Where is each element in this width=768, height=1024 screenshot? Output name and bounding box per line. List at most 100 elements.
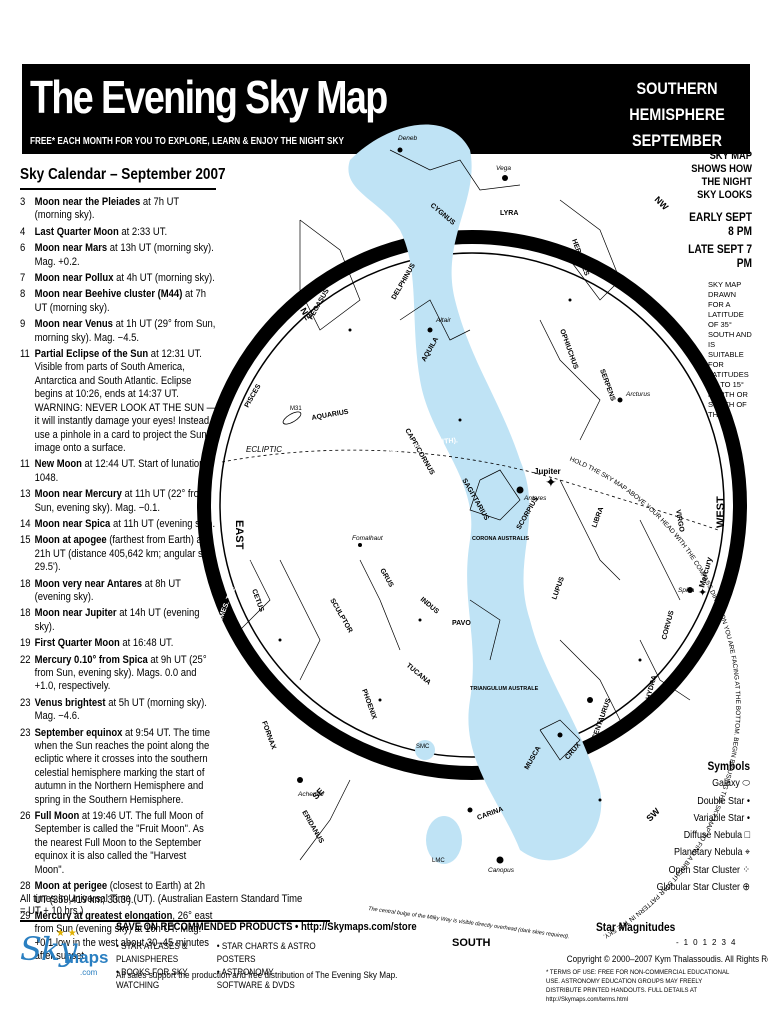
star-vega: Vega bbox=[496, 165, 511, 172]
planet-jupiter-icon: ✦ bbox=[545, 474, 557, 490]
legend-label: Variable Star bbox=[693, 811, 745, 824]
link-charts[interactable]: • STAR CHARTS & ASTRO POSTERS bbox=[216, 941, 316, 964]
times-note: All times in Universal Time (UT). (Austr… bbox=[20, 893, 303, 917]
right-panel: SKY MAP SHOWS HOW THE NIGHT SKY LOOKS EA… bbox=[672, 150, 752, 420]
magnitudes-scale: -101234 bbox=[676, 938, 756, 947]
event-day: 9 bbox=[20, 318, 26, 331]
object-lmc: LMC bbox=[432, 858, 445, 864]
late-time: 7 PM bbox=[736, 242, 752, 270]
event-title: Moon near Mars bbox=[34, 242, 108, 255]
star-achernar: Achernar bbox=[297, 791, 325, 798]
star-altair: Altair bbox=[435, 317, 452, 324]
magnitude-value: 4 bbox=[730, 938, 741, 947]
magnitude-value: 3 bbox=[721, 938, 731, 947]
magnitude-value: 0 bbox=[693, 938, 703, 947]
event-title: Moon near Venus bbox=[34, 318, 113, 331]
event-day: 28 bbox=[20, 880, 31, 893]
double-star-icon: • bbox=[746, 794, 750, 807]
constellation-lyra: LYRA bbox=[500, 210, 518, 217]
drawn-for-note: SKY MAP DRAWN FOR A LATITUDE OF 35° SOUT… bbox=[708, 280, 752, 419]
star-deneb: Deneb bbox=[398, 135, 418, 142]
hemisphere-label: SOUTHERN HEMISPHERE bbox=[629, 79, 725, 124]
legend-label: Open Star Cluster bbox=[668, 863, 741, 876]
calendar-event: 9 Moon near Venus at 1h UT (29° from Sun,… bbox=[20, 318, 218, 345]
event-title: Full Moon bbox=[34, 810, 80, 823]
hemisphere-block: SOUTHERN HEMISPHERE SEPTEMBER 2007 bbox=[615, 76, 739, 180]
event-text: at 9h UT (25° from Sun, evening sky). Ma… bbox=[34, 653, 207, 693]
tagline: FREE* EACH MONTH FOR YOU TO EXPLORE, LEA… bbox=[30, 136, 344, 147]
event-day: 13 bbox=[20, 488, 31, 501]
legend-globular-cluster: Globular Star Cluster ⊕ bbox=[653, 879, 750, 896]
variable-star-icon: • bbox=[746, 811, 750, 824]
legend-planetary-nebula: Planetary Nebula ⌖ bbox=[653, 844, 750, 861]
link-software[interactable]: • ASTRONOMY SOFTWARE & DVDS bbox=[216, 967, 295, 990]
symbols-heading: Symbols bbox=[707, 759, 750, 773]
event-text: at 14h UT (evening sky). bbox=[34, 607, 200, 633]
logo-maps: maps bbox=[64, 948, 109, 967]
star-antares: Antares bbox=[523, 495, 547, 502]
event-text: at 12:44 UT. Start of lunation 1048. bbox=[34, 458, 205, 484]
event-title: Moon near Mercury bbox=[34, 488, 122, 501]
event-text: at 1h UT (29° from Sun, morning sky). Ma… bbox=[34, 318, 216, 344]
event-title: Moon near Jupiter bbox=[34, 607, 117, 620]
terms-of-use: * TERMS OF USE: FREE FOR NON-COMMERCIAL … bbox=[546, 969, 730, 1003]
skymaps-logo[interactable]: Sky maps .com ★ ★ bbox=[20, 928, 110, 980]
event-text: at 11h UT (evening sky). bbox=[110, 517, 216, 530]
star-canopus: Canopus bbox=[488, 867, 515, 874]
legend-label: Globular Star Cluster bbox=[656, 881, 741, 894]
compass: NORTH SOUTH EAST WEST NE NW SE SW bbox=[233, 82, 727, 949]
event-text: (farthest from Earth) at 21h UT (distanc… bbox=[34, 534, 215, 574]
deep-sky-labels: SMC LMC M31 bbox=[290, 406, 445, 864]
event-day: 11 bbox=[20, 348, 30, 361]
late-row: LATE SEPT 7 PM bbox=[684, 242, 752, 270]
link-books[interactable]: • BOOKS FOR SKY WATCHING bbox=[116, 967, 188, 990]
event-title: Moon near Pollux bbox=[34, 272, 114, 285]
galaxy-m31-icon bbox=[282, 411, 302, 425]
event-title: Partial Eclipse of the Sun bbox=[34, 348, 149, 361]
late-label: LATE SEPT bbox=[688, 242, 744, 256]
milky-way bbox=[348, 124, 602, 864]
object-smc: SMC bbox=[416, 744, 430, 750]
event-text: at 11h UT (22° from Sun, evening sky). M… bbox=[34, 488, 207, 514]
event-day: 19 bbox=[20, 637, 31, 650]
legend-double-star: Double Star • bbox=[653, 793, 750, 810]
legend-variable-star: Variable Star • bbox=[653, 810, 750, 827]
star-labels: Vega Deneb Altair Antares Spica Arcturus… bbox=[297, 135, 695, 874]
legend-galaxy: Galaxy ⬭ bbox=[653, 775, 750, 792]
event-text: , 26° east from Sun (evening sky) at 16h… bbox=[34, 909, 213, 963]
event-title: Moon at apogee bbox=[34, 534, 107, 547]
event-text: at 7h UT (morning sky). bbox=[34, 288, 207, 314]
event-day: 15 bbox=[20, 534, 31, 547]
event-title: Moon very near Antares bbox=[34, 577, 143, 590]
legend-label: Diffuse Nebula bbox=[683, 829, 743, 842]
galaxy-icon: ⬭ bbox=[742, 777, 750, 790]
store-link[interactable]: SAVE ON RECOMMENDED PRODUCTS • http://Sk… bbox=[116, 921, 417, 933]
shows-line-1: SKY MAP SHOWS HOW bbox=[691, 150, 752, 175]
constellation-triangulum-australe: TRIANGULUM AUSTRALE bbox=[470, 686, 539, 692]
link-atlases[interactable]: • STAR ATLASES & PLANISPHERES bbox=[116, 941, 188, 964]
support-note: All sales support the production and fre… bbox=[116, 970, 398, 981]
early-time: 8 PM bbox=[728, 224, 752, 238]
event-day: 18 bbox=[20, 607, 31, 620]
event-title: Mercury 0.10° from Spica bbox=[34, 653, 148, 666]
star-arcturus: Arcturus bbox=[625, 391, 651, 398]
event-text: at 2:33 UT. bbox=[118, 225, 168, 238]
copyright: Copyright © 2000–2007 Kym Thalassoudis. … bbox=[566, 954, 768, 964]
event-title: September equinox bbox=[34, 726, 123, 739]
early-label: EARLY SEPT bbox=[689, 210, 752, 224]
constellation-fornax: FORNAX bbox=[260, 720, 277, 750]
planetary-nebula-icon: ⌖ bbox=[744, 846, 750, 859]
logo-dotcom: .com bbox=[80, 968, 98, 977]
shows-line-2: THE NIGHT SKY LOOKS bbox=[697, 176, 752, 201]
